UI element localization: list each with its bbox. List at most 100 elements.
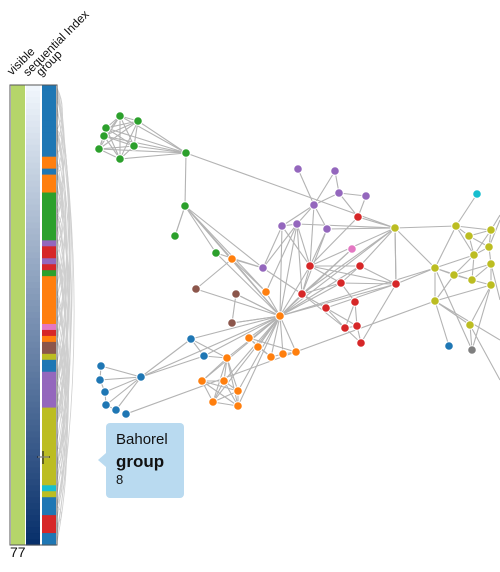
sequential-index-cell[interactable] bbox=[26, 455, 40, 462]
attribute-table[interactable] bbox=[9, 84, 58, 546]
sequential-index-cell[interactable] bbox=[26, 252, 40, 259]
graph-node[interactable] bbox=[293, 164, 303, 174]
graph-node[interactable] bbox=[244, 333, 254, 343]
graph-node[interactable] bbox=[96, 361, 106, 371]
graph-node[interactable] bbox=[278, 349, 288, 359]
group-cell[interactable] bbox=[42, 198, 56, 206]
graph-node[interactable] bbox=[129, 141, 139, 151]
graph-node[interactable] bbox=[355, 261, 365, 271]
group-cell[interactable] bbox=[42, 383, 56, 391]
group-cell[interactable] bbox=[42, 473, 56, 480]
group-cell[interactable] bbox=[42, 258, 56, 265]
graph-node[interactable] bbox=[136, 372, 146, 382]
graph-node[interactable] bbox=[486, 280, 496, 290]
group-cell[interactable] bbox=[42, 461, 56, 468]
group-cell[interactable] bbox=[42, 407, 56, 415]
sequential-index-cell[interactable] bbox=[26, 156, 40, 164]
sequential-index-cell[interactable] bbox=[26, 407, 40, 415]
sequential-index-cell[interactable] bbox=[26, 210, 40, 218]
group-cell[interactable] bbox=[42, 294, 56, 301]
sequential-index-cell[interactable] bbox=[26, 216, 40, 224]
group-cell[interactable] bbox=[42, 204, 56, 212]
group-cell[interactable] bbox=[42, 174, 56, 182]
sequential-index-cell[interactable] bbox=[26, 479, 40, 486]
graph-node[interactable] bbox=[330, 166, 340, 176]
group-cell[interactable] bbox=[42, 150, 56, 158]
graph-node[interactable] bbox=[291, 347, 301, 357]
graph-nodes[interactable] bbox=[94, 111, 496, 419]
group-cell[interactable] bbox=[42, 96, 56, 104]
group-cell[interactable] bbox=[42, 365, 56, 373]
group-cell[interactable] bbox=[42, 162, 56, 170]
graph-node[interactable] bbox=[261, 287, 271, 297]
group-cell[interactable] bbox=[42, 192, 56, 200]
sequential-index-cell[interactable] bbox=[26, 186, 40, 194]
sequential-index-cell[interactable] bbox=[26, 150, 40, 158]
graph-node[interactable] bbox=[133, 116, 143, 126]
sequential-index-cell[interactable] bbox=[26, 294, 40, 301]
graph-node[interactable] bbox=[111, 405, 121, 415]
graph-node[interactable] bbox=[94, 144, 104, 154]
graph-node[interactable] bbox=[101, 123, 111, 133]
graph-node[interactable] bbox=[350, 297, 360, 307]
graph-node[interactable] bbox=[199, 351, 209, 361]
sequential-index-cell[interactable] bbox=[26, 114, 40, 122]
sequential-index-cell[interactable] bbox=[26, 174, 40, 182]
graph-node[interactable] bbox=[227, 318, 237, 328]
graph-node[interactable] bbox=[334, 188, 344, 198]
group-cell[interactable] bbox=[42, 252, 56, 259]
group-cell[interactable] bbox=[42, 186, 56, 194]
sequential-index-cell[interactable] bbox=[26, 85, 40, 92]
sequential-index-cell[interactable] bbox=[26, 264, 40, 271]
sequential-index-cell[interactable] bbox=[26, 503, 40, 510]
sequential-index-cell[interactable] bbox=[26, 288, 40, 295]
group-cell[interactable] bbox=[42, 132, 56, 140]
sequential-index-cell[interactable] bbox=[26, 533, 40, 540]
group-cell[interactable] bbox=[42, 455, 56, 462]
sequential-index-cell[interactable] bbox=[26, 276, 40, 283]
sequential-index-cell[interactable] bbox=[26, 144, 40, 152]
graph-node[interactable] bbox=[336, 278, 346, 288]
sequential-index-cell[interactable] bbox=[26, 473, 40, 480]
graph-node[interactable] bbox=[347, 244, 357, 254]
graph-node[interactable] bbox=[277, 221, 287, 231]
graph-node[interactable] bbox=[115, 111, 125, 121]
group-cell[interactable] bbox=[42, 234, 56, 241]
sequential-index-cell[interactable] bbox=[26, 539, 40, 546]
group-cell[interactable] bbox=[42, 371, 56, 379]
group-cell[interactable] bbox=[42, 126, 56, 134]
graph-node[interactable] bbox=[100, 387, 110, 397]
sequential-index-cell[interactable] bbox=[26, 162, 40, 170]
graph-node[interactable] bbox=[449, 270, 459, 280]
group-cell[interactable] bbox=[42, 156, 56, 164]
group-cell[interactable] bbox=[42, 246, 56, 253]
sequential-index-cell[interactable] bbox=[26, 371, 40, 379]
graph-node[interactable] bbox=[309, 200, 319, 210]
sequential-index-cell[interactable] bbox=[26, 317, 40, 325]
sequential-index-cell[interactable] bbox=[26, 431, 40, 439]
graph-node[interactable] bbox=[186, 334, 196, 344]
sequential-index-cell[interactable] bbox=[26, 515, 40, 522]
group-cell[interactable] bbox=[42, 264, 56, 271]
sequential-index-cell[interactable] bbox=[26, 401, 40, 409]
group-cell[interactable] bbox=[42, 491, 56, 498]
sequential-index-cell[interactable] bbox=[26, 132, 40, 140]
sequential-index-cell[interactable] bbox=[26, 228, 40, 235]
graph-node[interactable] bbox=[353, 212, 363, 222]
sequential-index-cell[interactable] bbox=[26, 270, 40, 277]
graph-node[interactable] bbox=[305, 261, 315, 271]
graph-node[interactable] bbox=[99, 131, 109, 141]
visible-cell[interactable] bbox=[11, 85, 25, 545]
sequential-index-cell[interactable] bbox=[26, 377, 40, 385]
sequential-index-cell[interactable] bbox=[26, 120, 40, 128]
graph-node[interactable] bbox=[233, 401, 243, 411]
sequential-index-cell[interactable] bbox=[26, 180, 40, 188]
group-cell[interactable] bbox=[42, 359, 56, 367]
group-cell[interactable] bbox=[42, 503, 56, 510]
graph-node[interactable] bbox=[219, 376, 229, 386]
sequential-index-cell[interactable] bbox=[26, 300, 40, 307]
graph-node[interactable] bbox=[181, 148, 191, 158]
group-cell[interactable] bbox=[42, 144, 56, 152]
column-group[interactable] bbox=[42, 85, 56, 546]
sequential-index-cell[interactable] bbox=[26, 359, 40, 367]
